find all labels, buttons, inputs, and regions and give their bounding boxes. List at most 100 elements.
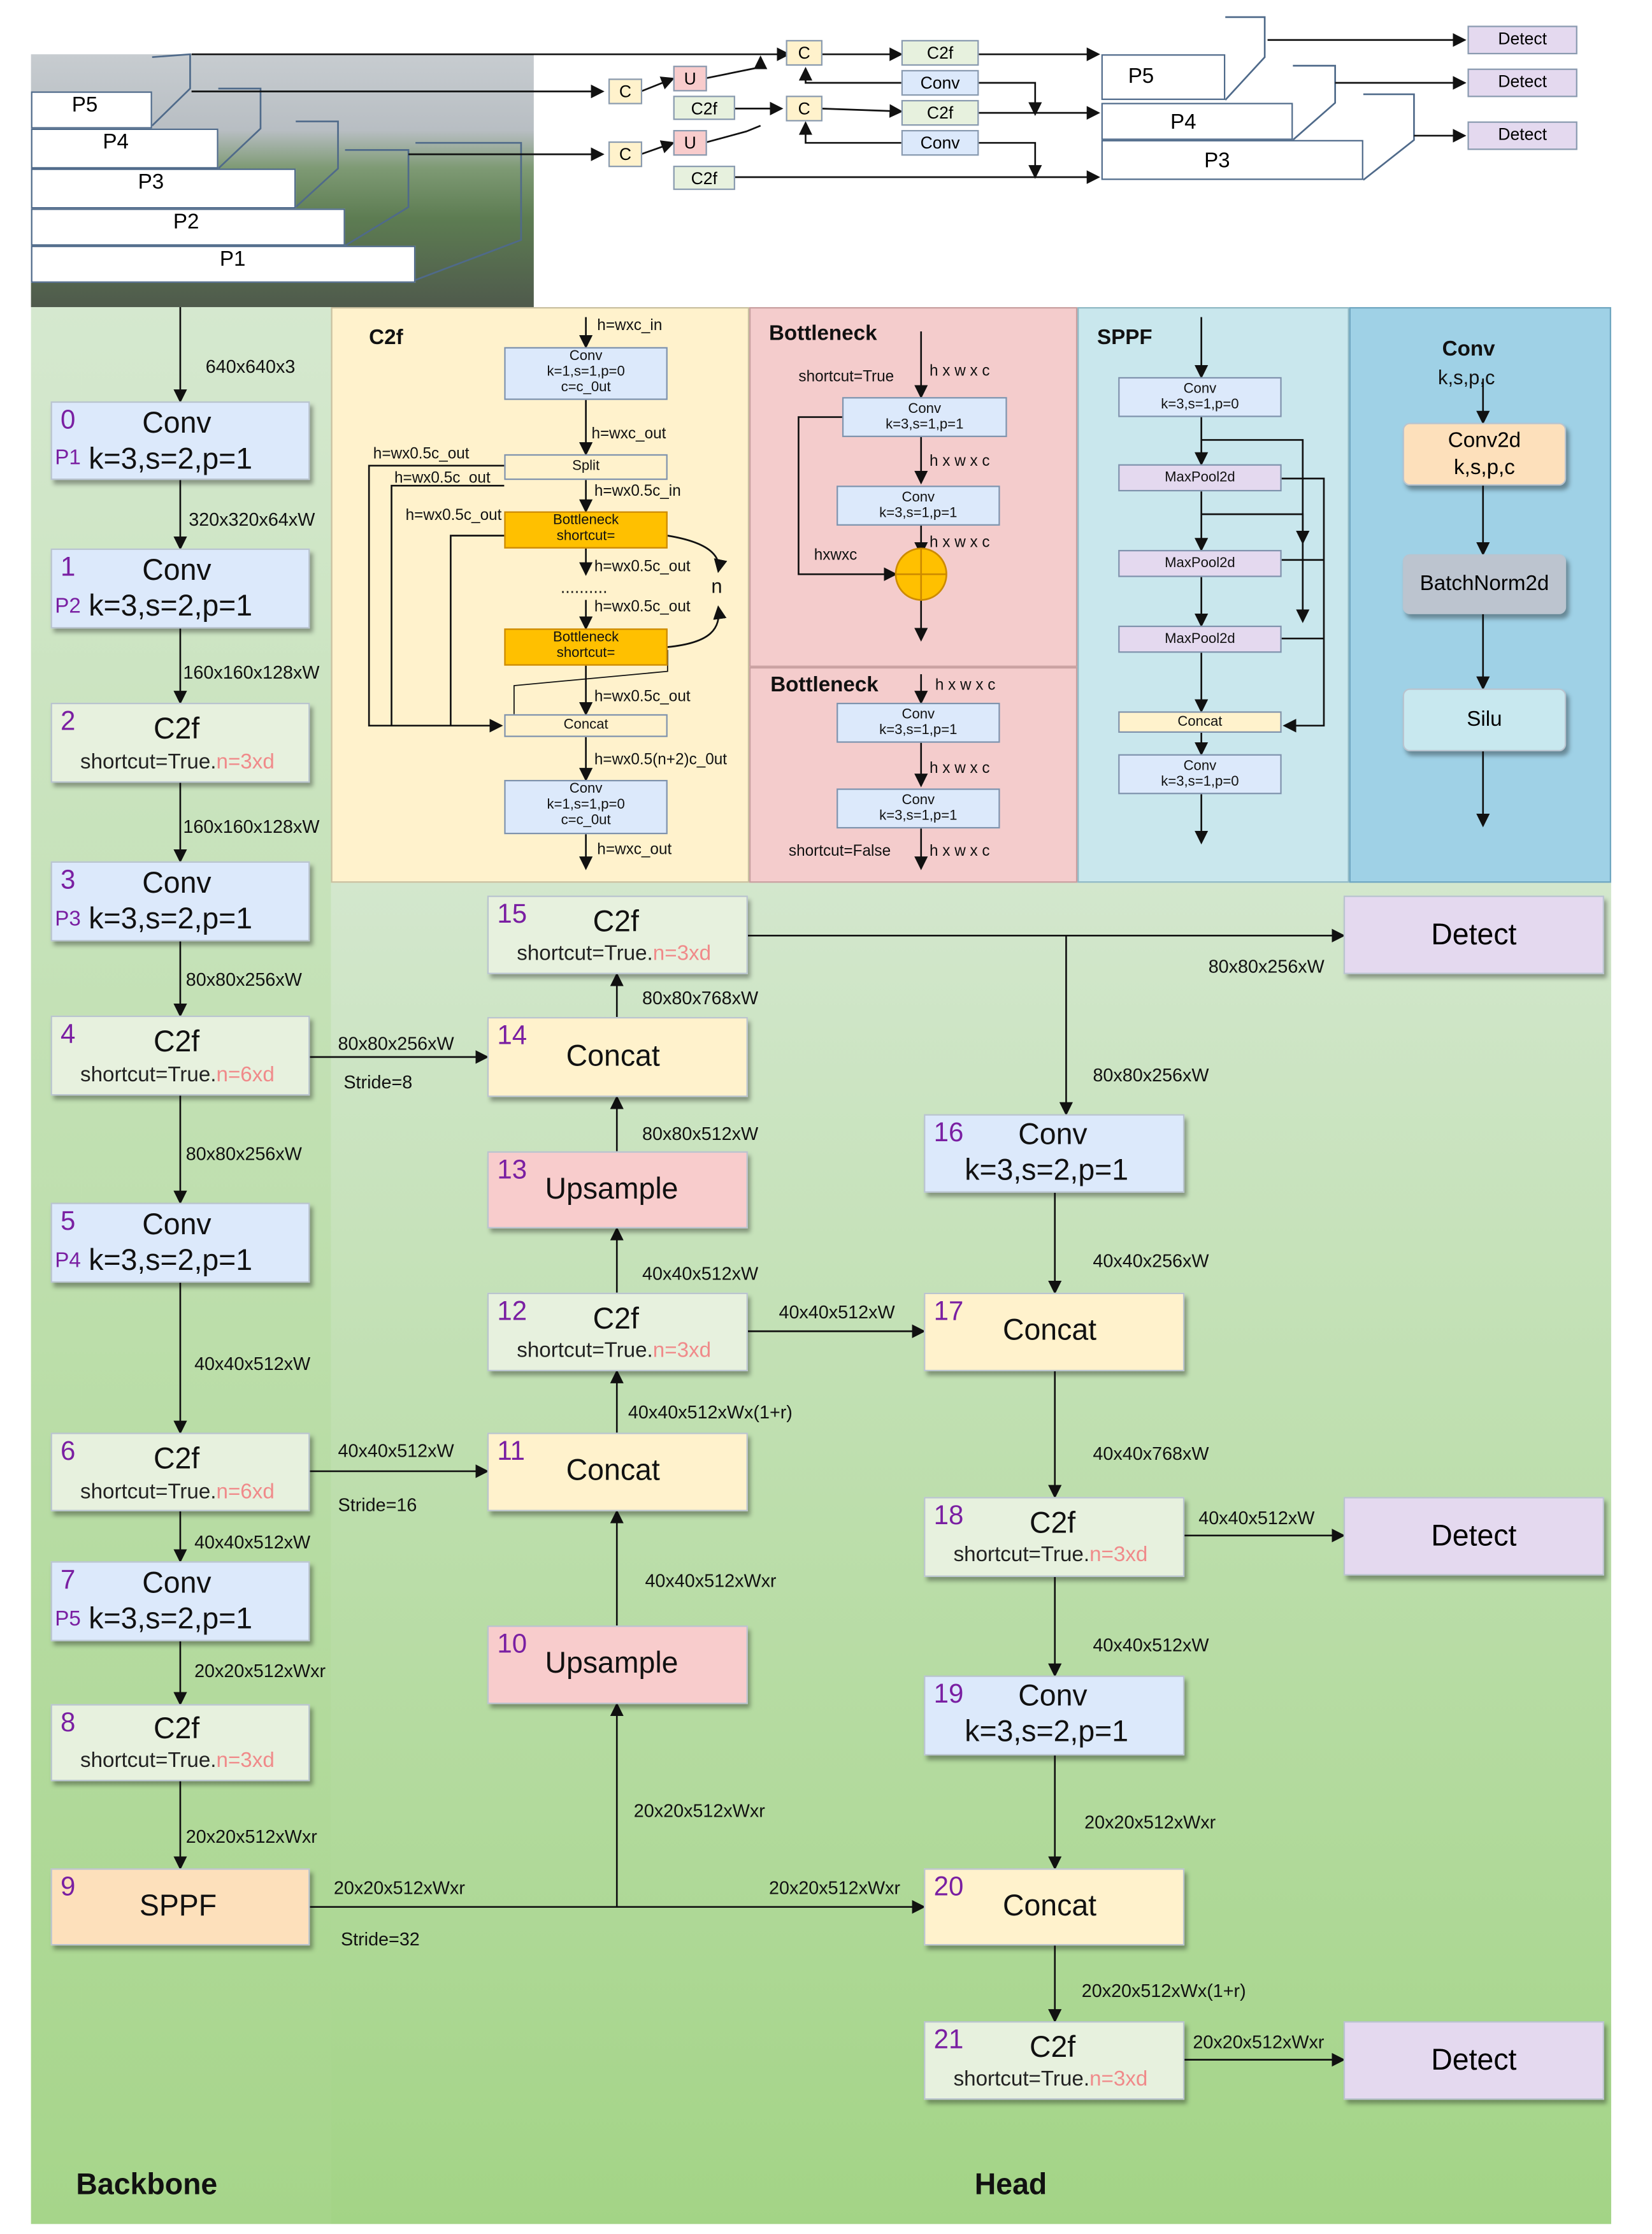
pyramid-level: P4 — [55, 1248, 81, 1273]
bottleneck-true-shortcut: shortcut=True — [798, 368, 894, 386]
layer-number: 8 — [61, 1708, 76, 1739]
layer-params: shortcut=True.n=3xd — [953, 1543, 1148, 1567]
layer-number: 5 — [61, 1207, 76, 1237]
c2f-conv-2: Conv k=1,s=1,p=0 c=c_0ut — [504, 779, 668, 835]
bottleneck-true-dim-1: h x w x c — [929, 363, 990, 380]
neck-c2f-1: C2f — [673, 96, 735, 120]
pyramid-p3: P3 — [31, 168, 296, 209]
layer-name: Concat — [1002, 1889, 1097, 1923]
layer-16-conv: 16 Conv k=3,s=2,p=1 — [924, 1114, 1185, 1193]
pyramid-p4: P4 — [31, 128, 219, 169]
layer-name: C2f — [153, 1025, 200, 1059]
neck-concat-4: C — [786, 96, 822, 122]
layer-number: 10 — [497, 1629, 528, 1660]
layer-name: Upsample — [545, 1647, 679, 1680]
layer-6-c2f: 6 C2f shortcut=True.n=6xd — [50, 1432, 310, 1511]
detect-block-p3: Detect — [1343, 895, 1604, 974]
c2f-label-left2: h=wx0.5c_out — [394, 470, 491, 487]
neck-concat-1: C — [608, 78, 643, 104]
bottleneck-true-conv-1: Conv k=3,s=1,p=1 — [842, 397, 1007, 437]
layer-number: 6 — [61, 1437, 76, 1467]
c2f-label-final: h=wxc_out — [597, 841, 672, 859]
layer-name: Conv — [142, 867, 212, 900]
bottleneck-true-title: Bottleneck — [768, 321, 877, 346]
layer-params: k=3,s=2,p=1 — [89, 442, 253, 476]
c2f-label-half-in: h=wx0.5c_in — [594, 482, 681, 500]
stride-label: Stride=16 — [338, 1494, 417, 1516]
layer-19-conv: 19 Conv k=3,s=2,p=1 — [924, 1675, 1185, 1756]
layer-params: shortcut=True.n=6xd — [80, 1062, 275, 1087]
layer-number: 15 — [497, 900, 528, 930]
layer-name: C2f — [1029, 2031, 1076, 2065]
layer-name: Conv — [142, 1567, 212, 1600]
edge-label: 40x40x512xW — [1093, 1634, 1209, 1656]
c2f-label-left1: h=wx0.5c_out — [373, 445, 470, 463]
layer-name: C2f — [593, 905, 639, 939]
neck-c2f-4: C2f — [901, 99, 979, 126]
edge-label: 80x80x256xW — [185, 968, 302, 990]
layer-18-c2f: 18 C2f shortcut=True.n=3xd — [924, 1497, 1185, 1577]
bottleneck-false-title: Bottleneck — [770, 672, 879, 697]
layer-number: 14 — [497, 1021, 528, 1051]
layer-name: C2f — [153, 1712, 200, 1746]
layer-number: 3 — [61, 865, 76, 896]
layer-name: SPPF — [139, 1889, 217, 1923]
layer-20-concat: 20 Concat — [924, 1868, 1185, 1946]
layer-number: 11 — [497, 1437, 525, 1467]
edge-label: 80x80x256xW — [1208, 955, 1325, 977]
detect-block-p5: Detect — [1343, 2021, 1604, 2100]
layer-number: 4 — [61, 1020, 76, 1050]
sppf-detail-title: SPPF — [1097, 326, 1153, 350]
bottleneck-true-dim-2: h x w x c — [929, 452, 990, 470]
layer-name: C2f — [593, 1302, 639, 1336]
layer-params: k=3,s=2,p=1 — [89, 1244, 253, 1278]
edge-label: 20x20x512xWxr — [1193, 2031, 1325, 2053]
layer-name: Upsample — [545, 1172, 679, 1206]
c2f-bottleneck-1: Bottleneck shortcut= — [504, 511, 668, 549]
edge-label: 20x20x512xWxr — [1084, 1811, 1216, 1833]
pyramid-p5: P5 — [31, 91, 152, 129]
layer-params: shortcut=True.n=3xd — [517, 941, 712, 966]
c2f-label-half-out3: h=wx0.5c_out — [594, 688, 691, 706]
edge-label: 80x80x768xW — [642, 987, 759, 1009]
layer-number: 20 — [933, 1872, 964, 1903]
edge-label: 20x20x512xWxr — [768, 1877, 901, 1899]
layer-name: C2f — [153, 1443, 200, 1476]
c2f-conv-1: Conv k=1,s=1,p=0 c=c_0ut — [504, 347, 668, 400]
detect-block-p4: Detect — [1343, 1497, 1604, 1576]
layer-name: Conv — [142, 1208, 212, 1242]
conv2d-block: Conv2d k,s,p,c — [1402, 422, 1567, 486]
layer-7-conv: 7 Conv P5 k=3,s=2,p=1 — [50, 1561, 310, 1641]
c2f-bottleneck-n: Bottleneck shortcut= — [504, 628, 668, 666]
layer-12-c2f: 12 C2f shortcut=True.n=3xd — [487, 1292, 748, 1372]
edge-label: 160x160x128xW — [183, 816, 320, 837]
stride-label: Stride=32 — [340, 1928, 420, 1950]
layer-number: 12 — [497, 1297, 528, 1327]
neck-upsample-2: U — [673, 129, 707, 156]
head-section-title: Head — [974, 2168, 1047, 2202]
c2f-label-half-out1: h=wx0.5c_out — [594, 558, 691, 576]
layer-params: k=3,s=2,p=1 — [965, 1715, 1129, 1748]
layer-11-concat: 11 Concat — [487, 1432, 748, 1511]
bottleneck-false-conv-2: Conv k=3,s=1,p=1 — [837, 788, 1000, 829]
layer-name: Conv — [142, 407, 212, 440]
c2f-split: Split — [504, 454, 668, 480]
edge-label: 320x320x64xW — [189, 508, 315, 530]
layer-params: k=3,s=2,p=1 — [89, 589, 253, 623]
edge-label: 40x40x768xW — [1093, 1443, 1209, 1464]
layer-name: Concat — [566, 1039, 660, 1073]
layer-number: 21 — [933, 2025, 964, 2056]
layer-name: Conv — [142, 554, 212, 587]
edge-label: 80x80x512xW — [642, 1122, 759, 1144]
neck-c2f-2: C2f — [673, 166, 735, 191]
pyramid-level: P1 — [55, 445, 81, 470]
edge-label: 20x20x512xWxr — [333, 1877, 465, 1899]
pyramid-p2: P2 — [31, 208, 345, 246]
pyramid-level: P5 — [55, 1606, 81, 1632]
bottleneck-false-dim-3: h x w x c — [929, 842, 990, 860]
edge-label: 80x80x256xW — [185, 1142, 302, 1164]
layer-13-upsample: 13 Upsample — [487, 1151, 748, 1229]
bottleneck-false-dim-1: h x w x c — [935, 677, 996, 695]
